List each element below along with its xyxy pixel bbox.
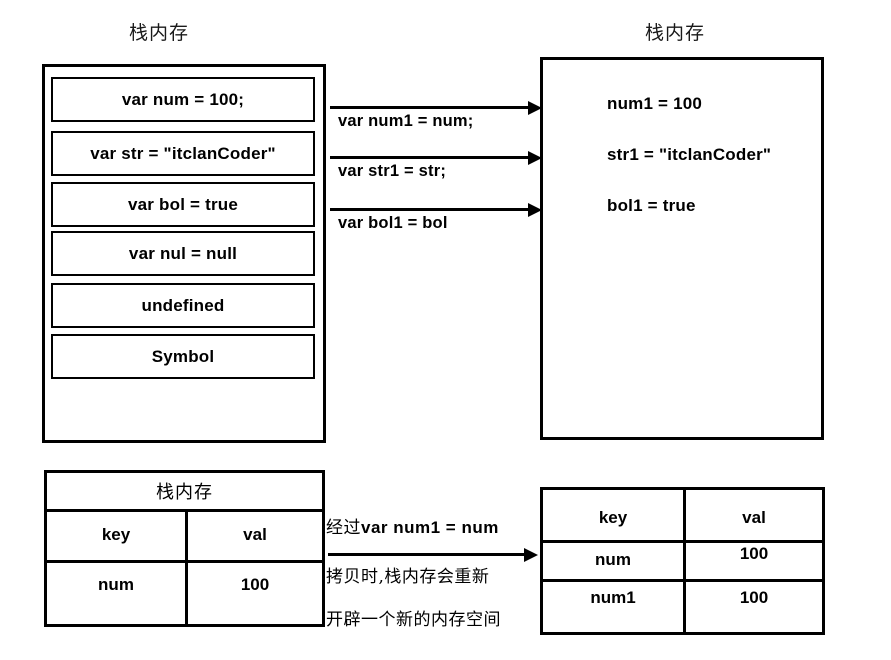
bottom-right-header-val: val [742, 508, 766, 527]
right-stack-value-bol1: bol1 = true [607, 196, 696, 215]
table-column-divider [185, 509, 188, 624]
bottom-caption-line3: 开辟一个新的内存空间 [326, 610, 501, 630]
bottom-caption-prefix: 经过 [326, 518, 361, 538]
copy-arrow-label-num: var num1 = num; [338, 112, 474, 130]
left-stack-container: var num = 100; var str = "itclanCoder" v… [42, 64, 326, 443]
copy-arrow-bol: var bol1 = bol [330, 203, 542, 238]
arrow-shaft [330, 208, 532, 211]
stack-slot-num[interactable]: var num = 100; [51, 77, 315, 122]
bottom-right-table: key val num 100 num1 100 [540, 487, 825, 635]
arrow-shaft [328, 553, 528, 556]
table-column-divider [683, 490, 686, 632]
stack-slot-bol[interactable]: var bol = true [51, 182, 315, 227]
bottom-right-cell-val-num1: 100 [739, 587, 769, 607]
stack-slot-nul[interactable]: var nul = null [51, 231, 315, 276]
bottom-left-header-key: key [101, 524, 131, 544]
copy-arrow-label-str: var str1 = str; [338, 162, 447, 180]
bottom-left-header-val: val [243, 524, 267, 544]
stack-slot-symbol[interactable]: Symbol [51, 334, 315, 379]
bottom-right-header-key: key [598, 508, 628, 527]
arrow-head-icon [528, 101, 542, 115]
arrow-head-icon [528, 151, 542, 165]
bottom-left-table-caption: 栈内存 [156, 482, 213, 503]
arrow-shaft [330, 156, 532, 159]
bottom-right-cell-key-num1: num1 [590, 587, 636, 607]
arrow-shaft [330, 106, 532, 109]
right-stack-container: num1 = 100 str1 = "itclanCoder" bol1 = t… [540, 57, 824, 440]
table-divider [543, 540, 822, 543]
arrow-head-icon [528, 203, 542, 217]
bottom-caption-line1: 经过var num1 = num [326, 513, 499, 538]
right-stack-value-str1: str1 = "itclanCoder" [607, 145, 772, 164]
bottom-caption-code: var num1 = num [361, 518, 499, 537]
bottom-left-table: 栈内存 key val num 100 [44, 470, 325, 627]
bottom-right-cell-val-num: 100 [739, 543, 769, 563]
copy-arrow-label-bol: var bol1 = bol [338, 214, 448, 232]
table-divider [543, 579, 822, 582]
bottom-copy-arrow [328, 548, 543, 573]
bottom-right-cell-key-num: num [595, 549, 631, 569]
right-stack-value-num1: num1 = 100 [607, 94, 703, 113]
table-divider [47, 560, 322, 563]
bottom-left-cell-val-100: 100 [240, 575, 270, 594]
bottom-left-cell-key-num: num [98, 575, 134, 594]
bottom-caption-line2: 拷贝时,栈内存会重新 [326, 567, 490, 587]
table-divider [47, 509, 322, 512]
stack-slot-undefined[interactable]: undefined [51, 283, 315, 328]
right-stack-title: 栈内存 [645, 22, 706, 44]
left-stack-title: 栈内存 [129, 22, 190, 44]
copy-arrow-str: var str1 = str; [330, 151, 542, 186]
arrow-head-icon [524, 548, 538, 562]
stack-slot-str[interactable]: var str = "itclanCoder" [51, 131, 315, 176]
copy-arrow-num: var num1 = num; [330, 101, 542, 136]
